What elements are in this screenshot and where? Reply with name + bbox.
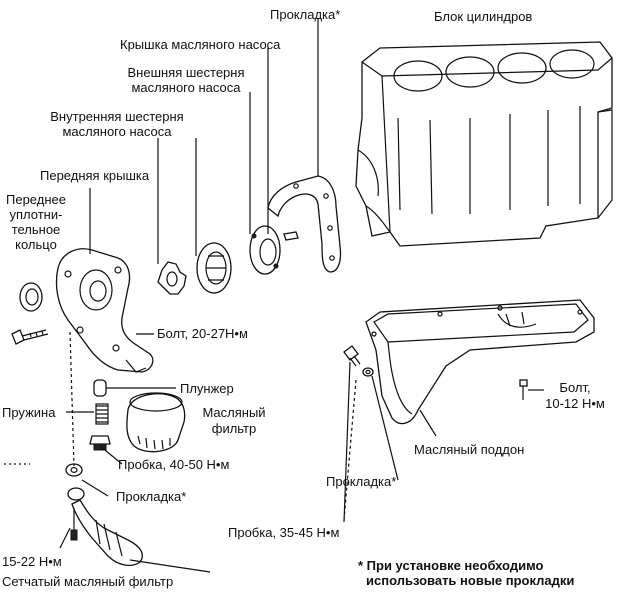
label-front-seal-line2: уплотни- [9,207,63,222]
label-cylinder-block: Блок цилиндров [434,9,533,24]
label-pump-cover: Крышка масляного насоса [120,37,281,52]
label-bolt-left: Болт, 20-27Н•м [157,326,248,341]
plunger-drawing [93,379,107,397]
label-bolt-right-line2: 10-12 Н•м [545,396,605,411]
label-front-cover: Передняя крышка [40,168,150,183]
label-oil-pan: Масляный поддон [414,442,525,457]
label-inner-gear-line2: масляного насоса [62,124,172,139]
label-gasket-right: Прокладка* [326,474,397,489]
label-torque-bottom: 15-22 Н•м [2,554,62,569]
label-front-seal-line3: тельное [11,222,61,237]
label-strainer: Сетчатый масляный фильтр [2,574,174,589]
label-outer-gear-line2: масляного насоса [131,80,241,95]
label-outer-gear-line1: Внешняя шестерня [127,65,245,80]
bolt-left-drawing [11,329,49,345]
label-gasket-top: Прокладка* [270,7,341,22]
spring-drawing [95,403,109,425]
outer-gear-drawing [196,242,232,294]
front-cover-drawing [55,248,154,373]
bolt-right-drawing [519,379,528,400]
label-bolt-right-line1: Болт, [559,380,591,395]
front-seal-drawing [19,282,43,312]
plug-right-drawing [343,345,374,377]
oil-pan-drawing [365,299,595,425]
footnote-line2: использовать новые прокладки [366,573,575,588]
label-spring: Пружина [2,405,56,420]
pump-gasket-drawing [267,175,342,273]
cylinder-block-drawing [355,41,613,247]
label-front-seal-line1: Переднее [6,192,66,207]
label-front-seal-line4: кольцо [15,237,57,252]
pump-cover-drawing [249,225,299,275]
label-plug-left: Пробка, 40-50 Н•м [118,457,230,472]
label-plunger: Плунжер [180,381,234,396]
label-inner-gear-line1: Внутренняя шестерня [50,109,184,124]
label-plug-right: Пробка, 35-45 Н•м [228,525,340,540]
label-oil-filter-line2: фильтр [211,421,257,436]
inner-gear-drawing [157,261,187,295]
label-oil-filter-line1: Масляный [202,405,266,420]
leader-lines [4,18,544,573]
plug-left-drawing [89,435,111,451]
oil-filter-drawing [126,392,186,453]
footnote-line1: * При установке необходимо [358,558,544,573]
label-gasket-left: Прокладка* [116,489,187,504]
